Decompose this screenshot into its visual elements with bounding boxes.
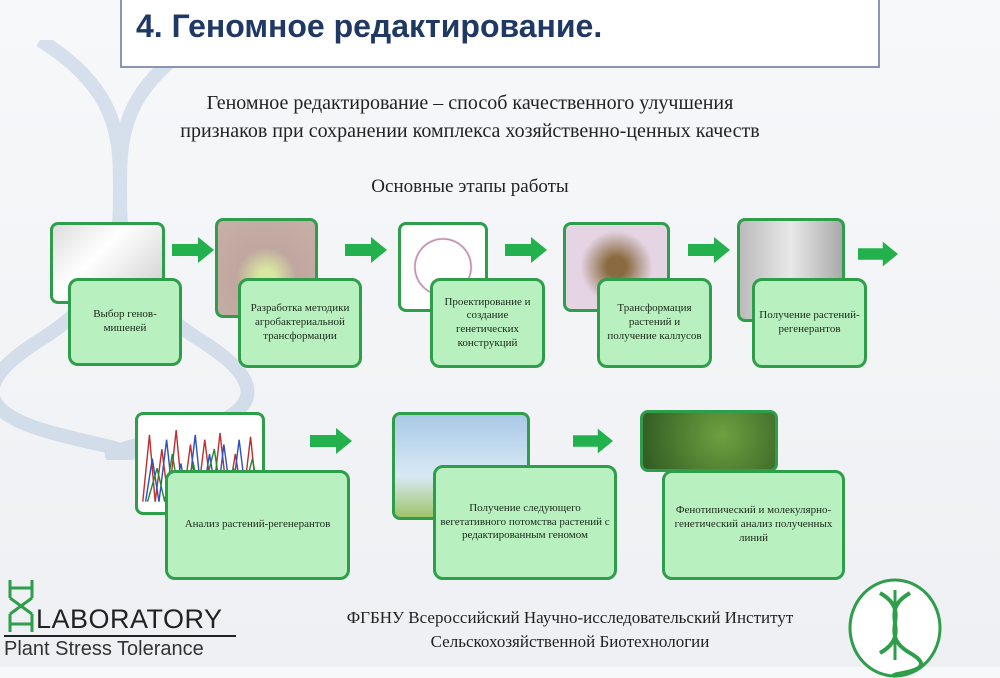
title-box: 4. Геномное редактирование.: [120, 0, 880, 68]
step-box-6: Анализ растений-регенерантов: [165, 470, 350, 580]
section-heading: Основные этапы работы: [371, 176, 569, 197]
arrow-right-icon: [688, 237, 730, 263]
logo-subtitle: Plant Stress Tolerance: [4, 638, 204, 660]
institute-line-1: ФГБНУ Всероссийский Научно-исследователь…: [346, 608, 794, 627]
arrow-right-icon: [573, 428, 613, 454]
step-box-2: Разработка методики агробактериальной тр…: [238, 278, 362, 368]
dna-logo-icon: [8, 580, 34, 632]
institute-line-2: Сельскохозяйственной Биотехнологии: [430, 632, 710, 651]
logo-title: LABORATORY: [36, 604, 223, 634]
step-box-3: Проектирование и создание генетических к…: [430, 278, 545, 368]
subtitle-line-2: признаков при сохранении комплекса хозяй…: [180, 120, 760, 142]
step-box-1: Выбор генов-мишеней: [68, 278, 182, 366]
step-box-8: Фенотипический и молекулярно-генетически…: [662, 470, 845, 580]
institute-emblem-icon: [848, 578, 942, 678]
step-box-7: Получение следующего вегетативного потом…: [433, 465, 617, 580]
step-box-4: Трансформация растений и получение каллу…: [597, 278, 712, 368]
step-box-5: Получение растений-регенерантов: [752, 278, 867, 368]
arrow-right-icon: [172, 237, 214, 263]
step-image-leaves: [640, 410, 778, 472]
arrow-right-icon: [345, 237, 387, 263]
slide-title: 4. Геномное редактирование.: [136, 8, 603, 44]
arrow-right-icon: [505, 237, 547, 263]
laboratory-logo: LABORATORY Plant Stress Tolerance: [4, 580, 239, 662]
arrow-right-icon: [310, 428, 352, 454]
arrow-right-icon: [858, 241, 898, 267]
subtitle-line-1: Геномное редактирование – способ качеств…: [206, 92, 734, 114]
